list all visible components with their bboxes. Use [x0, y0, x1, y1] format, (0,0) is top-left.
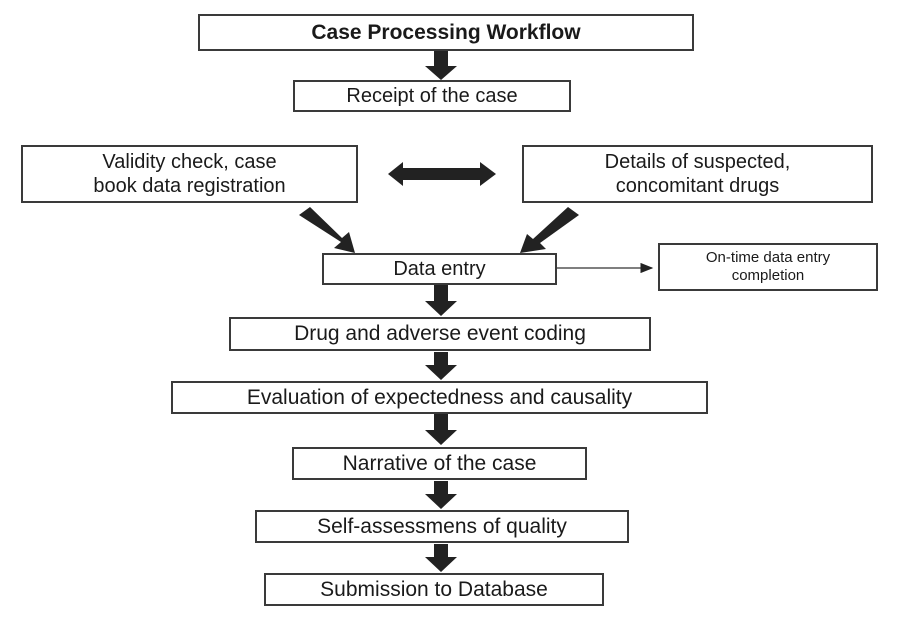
node-submission: Submission to Database	[264, 573, 604, 606]
arrow-evaluation-to-narrative	[425, 414, 457, 445]
node-self-assessment: Self-assessmens of quality	[255, 510, 629, 543]
node-validity-line-1: Validity check, case	[102, 151, 277, 173]
arrow-validity-details-bidirectional	[388, 162, 496, 186]
node-submission-label: Submission to Database	[320, 577, 548, 601]
arrow-coding-to-evaluation	[425, 352, 457, 380]
node-coding: Drug and adverse event coding	[229, 317, 651, 351]
node-receipt-label: Receipt of the case	[346, 85, 518, 107]
node-data-entry: Data entry	[322, 253, 557, 285]
node-validity-check: Validity check, case book data registrat…	[21, 145, 358, 203]
node-details-line-1: Details of suspected,	[604, 151, 791, 173]
arrow-details-to-data-entry	[520, 207, 579, 253]
arrow-validity-to-data-entry	[299, 207, 355, 253]
node-ontime-line-2: completion	[731, 267, 805, 284]
node-evaluation: Evaluation of expectedness and causality	[171, 381, 708, 414]
node-self-assessment-label: Self-assessmens of quality	[317, 514, 567, 538]
arrow-title-to-receipt	[425, 50, 457, 80]
arrow-data-entry-to-coding	[425, 284, 457, 316]
node-ontime-line-1: On-time data entry	[705, 249, 831, 266]
arrow-narrative-to-self-assessment	[425, 481, 457, 509]
node-details-line-2: concomitant drugs	[615, 175, 780, 197]
node-ontime-completion: On-time data entry completion	[658, 243, 878, 291]
node-narrative-label: Narrative of the case	[342, 451, 537, 475]
node-coding-label: Drug and adverse event coding	[294, 322, 586, 346]
arrow-self-assessment-to-submission	[425, 544, 457, 572]
node-drug-details: Details of suspected, concomitant drugs	[522, 145, 873, 203]
diagram-title-text: Case Processing Workflow	[311, 20, 581, 44]
node-validity-line-2: book data registration	[93, 175, 286, 197]
node-data-entry-label: Data entry	[393, 258, 486, 280]
diagram-title: Case Processing Workflow	[198, 14, 694, 51]
node-receipt: Receipt of the case	[293, 80, 571, 112]
node-evaluation-label: Evaluation of expectedness and causality	[246, 385, 633, 409]
node-narrative: Narrative of the case	[292, 447, 587, 480]
